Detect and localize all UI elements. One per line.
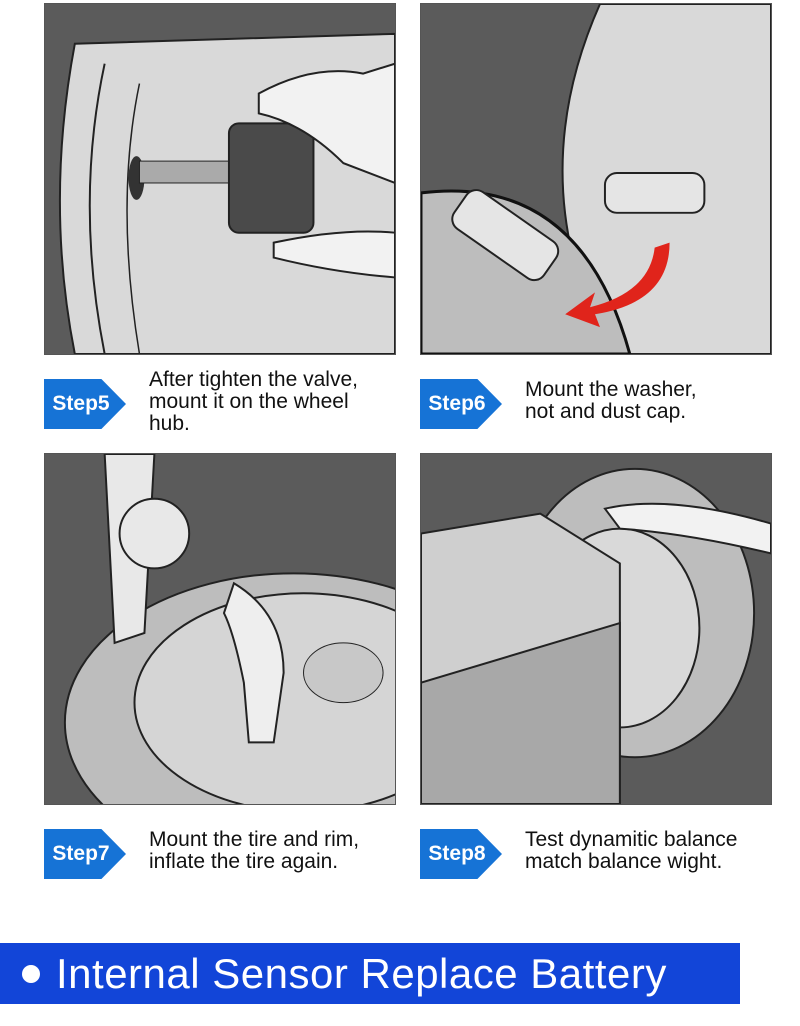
step5-badge: Step5 bbox=[44, 379, 126, 429]
bullet-icon bbox=[22, 964, 40, 983]
step8-illustration bbox=[420, 453, 772, 805]
step6-illustration bbox=[420, 3, 772, 355]
step7-caption: Mount the tire and rim, inflate the tire… bbox=[149, 828, 360, 873]
step5-caption: After tighten the valve, mount it on the… bbox=[149, 368, 358, 435]
step8-caption: Test dynamitic balance match balance wig… bbox=[525, 828, 738, 873]
step6-caption: Mount the washer, not and dust cap. bbox=[525, 378, 697, 423]
step7-illustration bbox=[44, 453, 396, 805]
step5-illustration bbox=[44, 3, 396, 355]
step6-badge: Step6 bbox=[420, 379, 502, 429]
step7-badge: Step7 bbox=[44, 829, 126, 879]
section-banner: Internal Sensor Replace Battery bbox=[0, 943, 740, 1004]
banner-title: Internal Sensor Replace Battery bbox=[56, 949, 667, 997]
step8-badge: Step8 bbox=[420, 829, 502, 879]
